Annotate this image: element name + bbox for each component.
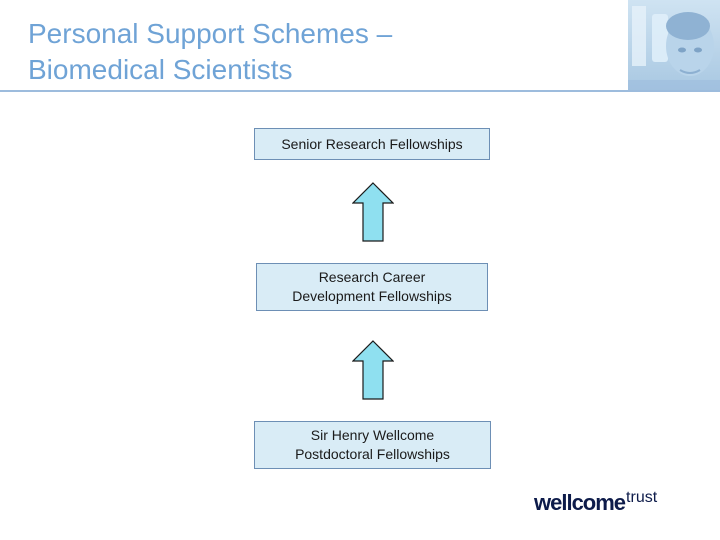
- box-label-line: Senior Research Fellowships: [281, 135, 463, 152]
- up-arrow-icon: [352, 182, 394, 242]
- research-career-development-fellowships-box: Research Career Development Fellowships: [256, 263, 488, 311]
- slide-title-line-2: Biomedical Scientists: [28, 54, 293, 85]
- box-label-line: Sir Henry Wellcome: [310, 427, 435, 443]
- wellcome-trust-logo: wellcometrust: [534, 489, 658, 516]
- logo-superscript: trust: [626, 489, 658, 506]
- sir-henry-wellcome-postdoctoral-fellowships-box: Sir Henry Wellcome Postdoctoral Fellowsh…: [254, 421, 491, 469]
- box-label-line: Development Fellowships: [292, 288, 452, 304]
- slide-title: Personal Support Schemes – Biomedical Sc…: [28, 16, 392, 88]
- box-label-line: Postdoctoral Fellowships: [295, 446, 450, 462]
- header-photo-image: [628, 0, 720, 90]
- box-label-line: Research Career: [318, 269, 426, 285]
- senior-research-fellowships-box: Senior Research Fellowships: [254, 128, 490, 160]
- logo-word: wellcome: [534, 490, 626, 515]
- header-divider: [0, 90, 720, 92]
- slide-title-line-1: Personal Support Schemes –: [28, 18, 393, 49]
- up-arrow-icon: [352, 340, 394, 400]
- scientist-photo-icon: [628, 0, 720, 90]
